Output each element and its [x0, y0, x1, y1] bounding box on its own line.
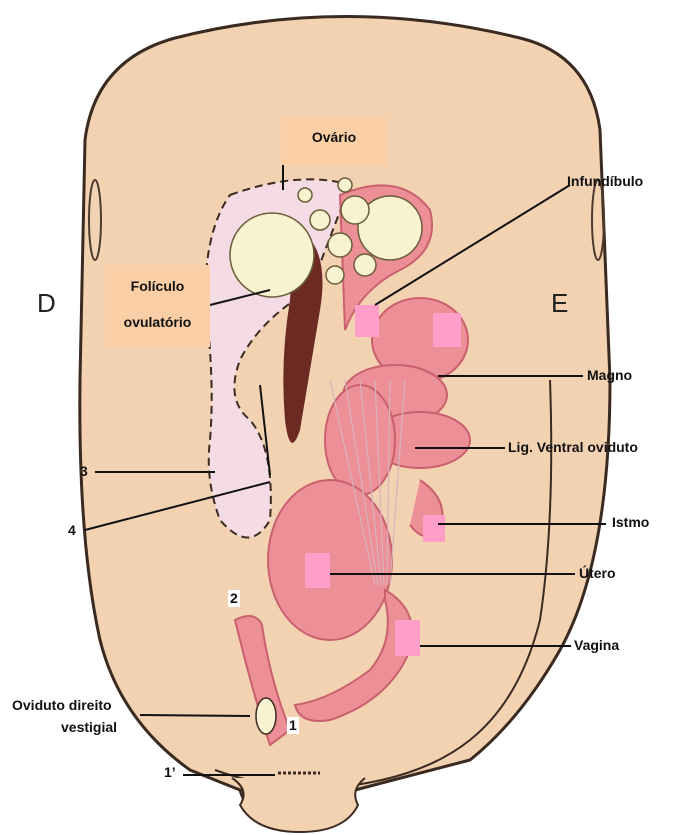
label-infundibulo: Infundíbulo	[567, 173, 643, 190]
label-oviduto-line2: vestigial	[61, 719, 117, 736]
side-letter-left: E	[551, 288, 568, 319]
vestigial-stub-end	[256, 698, 276, 734]
label-oviduto-line1: Oviduto direito	[12, 697, 112, 714]
label-vagina: Vagina	[574, 637, 619, 654]
number-2: 2	[228, 590, 240, 607]
label-lig-ventral: Lig. Ventral oviduto	[508, 439, 638, 456]
label-magno: Magno	[587, 367, 632, 384]
ovary-label: Ovário	[312, 129, 356, 145]
follicle-label-line2: ovulatório	[105, 309, 210, 335]
follicle-label-line1: Folículo	[105, 273, 210, 299]
number-4: 4	[68, 522, 76, 539]
label-istmo: Istmo	[612, 514, 649, 531]
side-letter-right: D	[37, 288, 56, 319]
label-utero: Útero	[579, 565, 616, 582]
number-1-prime: 1’	[164, 764, 176, 781]
number-1: 1	[287, 717, 299, 734]
follicle-label-box: Folículo ovulatório	[105, 265, 210, 347]
cloaca-shape	[232, 778, 365, 832]
ovary-label-box: Ovário	[281, 117, 387, 165]
number-3: 3	[80, 463, 88, 480]
